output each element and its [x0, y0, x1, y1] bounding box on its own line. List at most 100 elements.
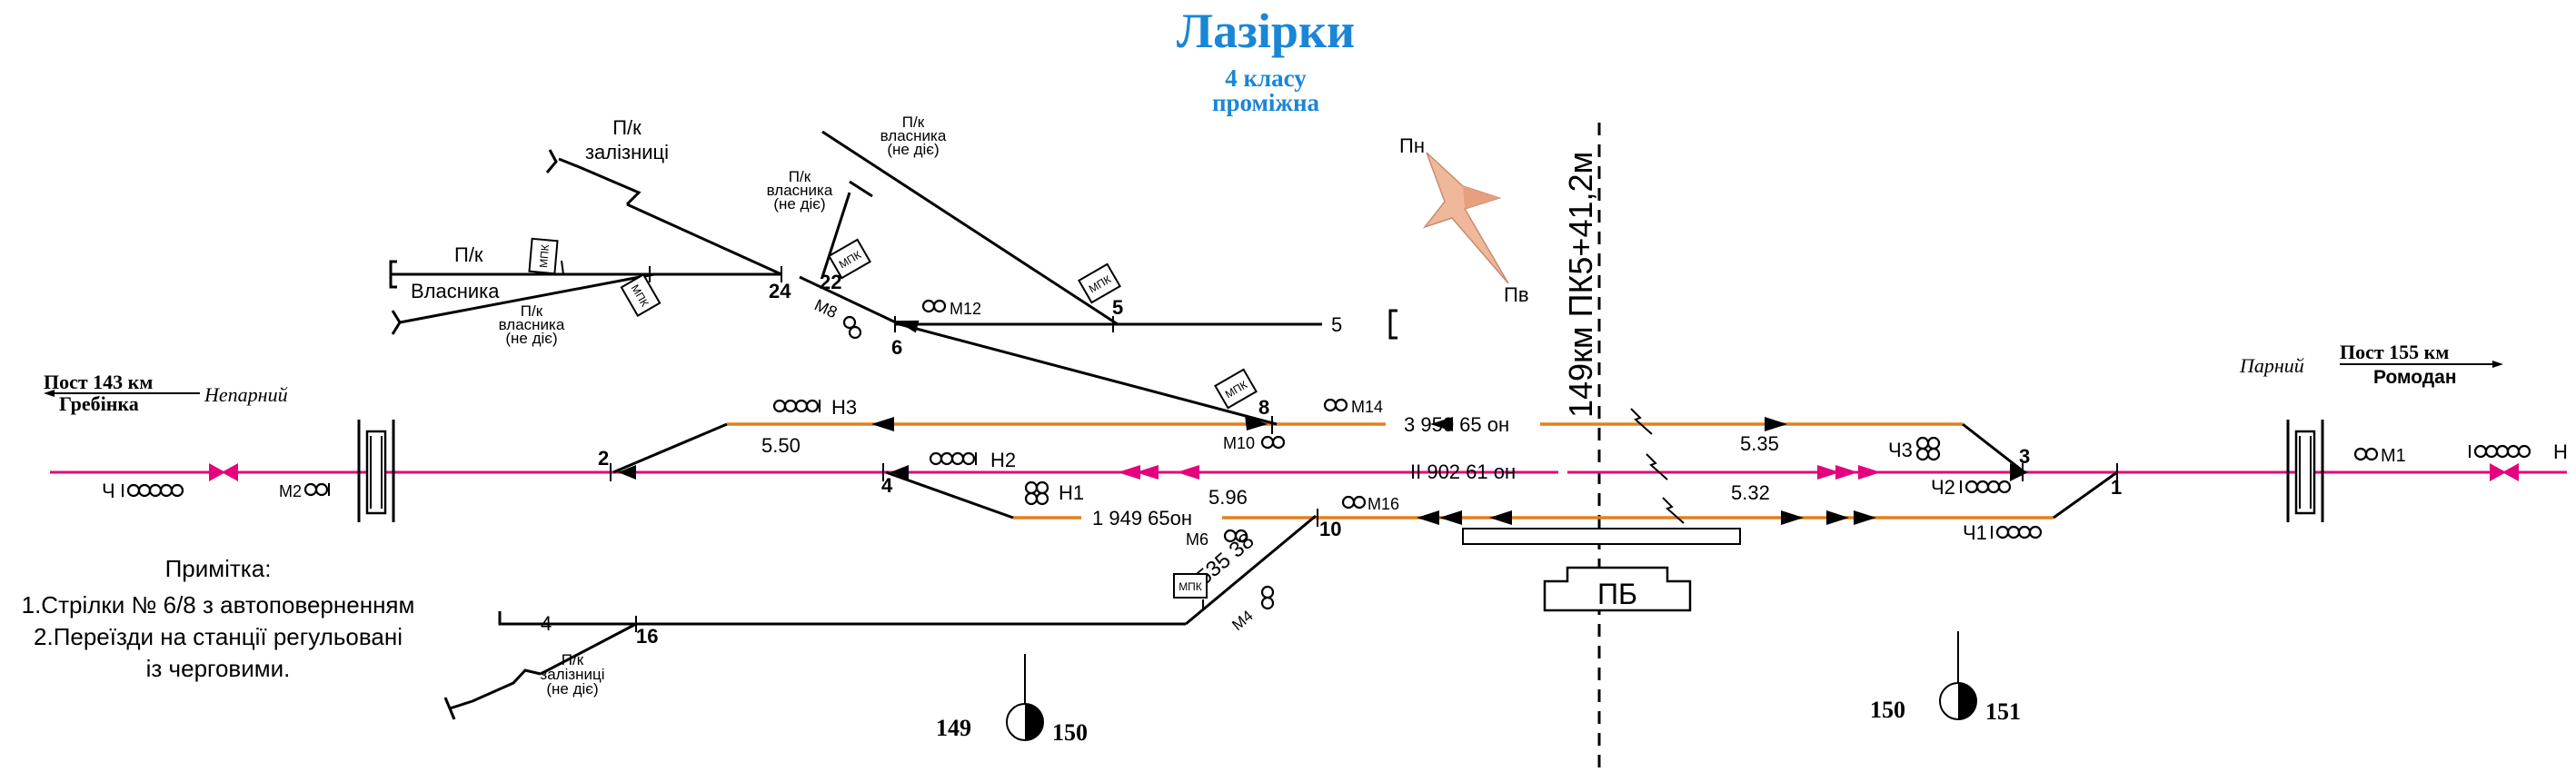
km-marker-left-b: 150: [1052, 719, 1088, 746]
signal-m10: [1260, 435, 1286, 450]
track-3-label: 3 950 65 он: [1404, 413, 1509, 436]
switch-8: 8: [1258, 396, 1269, 419]
signal-m2-label: М2: [279, 482, 302, 500]
signal-n1: [1024, 480, 1049, 506]
signal-ch2: [1960, 480, 2012, 494]
switch-16: 16: [636, 625, 658, 648]
direction-right-arrow-icon: [2492, 361, 2503, 368]
track-4-end: [498, 611, 511, 626]
compass-south-label: Пв: [1504, 283, 1529, 306]
mpk-box-3: МПК: [828, 238, 871, 280]
siding-railway-bottom-l2: залізниці: [540, 666, 604, 683]
signal-m12-label: М12: [950, 300, 981, 318]
track-4-end-label: 4: [541, 612, 552, 635]
direction-right-station: Ромодан: [2373, 367, 2457, 388]
siding-owner-mid-l3: (не діє): [773, 195, 825, 213]
direction-right-post: Пост 155 км: [2340, 341, 2449, 363]
mpk-box-5: МПК: [1214, 368, 1258, 410]
track-3-connector-right: [1962, 422, 2025, 474]
km-marker-right-icon: [1939, 631, 1977, 720]
signal-n2-label: Н2: [990, 449, 1016, 471]
siding-5-diagonal: [821, 130, 1119, 326]
signal-m1-label: М1: [2381, 446, 2406, 466]
joint-right-icon: [2490, 463, 2506, 481]
direction-arrows: [618, 320, 2028, 525]
siding-railway-top: [626, 203, 782, 276]
km-post-label: 149км ПК5+41,2м: [1562, 152, 1599, 418]
signal-ch1: [1991, 525, 2043, 539]
siding-owner-top-l3: (не діє): [887, 141, 939, 158]
compass-rose-icon: [1422, 152, 1509, 284]
signal-m8-label: М8: [811, 295, 840, 322]
switch-22: 22: [820, 271, 841, 293]
track-6-8-diagonal: [899, 322, 1278, 426]
direction-left-station: Гребінка: [59, 392, 139, 415]
length-535: 5.35: [1740, 432, 1779, 455]
signal-n2: [929, 451, 977, 466]
signal-m16: [1341, 495, 1367, 510]
switch-3: 3: [2019, 445, 2030, 468]
signal-m8: [842, 315, 862, 340]
note-line-3: із черговими.: [146, 655, 291, 682]
siding-owner-mid: [821, 192, 851, 278]
mpk-box-4: МПК: [1078, 262, 1121, 304]
siding-railway-top-buffer: [545, 149, 558, 173]
switch-24: 24: [769, 280, 791, 302]
mpk-box-1-label: МПК: [537, 244, 552, 269]
km-marker-right-a: 150: [1870, 697, 1905, 723]
signal-m1: [2353, 447, 2379, 461]
siding-owner-low-l2: власника: [499, 316, 565, 333]
station-title: Лазірки: [1177, 4, 1355, 58]
length-550: 5.50: [761, 434, 801, 457]
switch-1: 1: [2111, 476, 2122, 499]
signal-ch2-label: Ч2: [1931, 476, 1955, 499]
station-class: 4 класу: [1225, 64, 1307, 92]
siding-owner-mid-l2: власника: [767, 182, 833, 199]
siding-owner-top-l1: П/к: [902, 114, 925, 131]
track-2-label: II 902 61 он: [1410, 460, 1516, 483]
siding-owner-top-l2: власника: [880, 127, 947, 144]
direction-left-post: Пост 143 км: [44, 371, 153, 393]
mpk-box-6: МПК: [1173, 573, 1208, 599]
railway-bottom-siding: [540, 622, 637, 676]
length-596: 5.96: [1208, 486, 1248, 509]
station-building: [1543, 566, 1692, 612]
signal-m10-label: М10: [1223, 434, 1255, 452]
joint-right-icon-2: [2502, 463, 2519, 481]
km-marker-right-b: 151: [1985, 698, 2021, 725]
signal-m4-label: М4: [1228, 607, 1256, 634]
siding-22-diagonal: [799, 275, 900, 326]
signal-m12: [921, 299, 947, 313]
switch-10: 10: [1319, 518, 1341, 540]
railway-bottom-siding-end: [449, 668, 542, 710]
mpk-1-stem: [561, 260, 564, 275]
signal-ch-label: Ч: [102, 480, 115, 502]
siding-owner-left-l2: Власника: [411, 280, 500, 302]
signal-m6: [1223, 529, 1248, 543]
siding-owner-left-l1: П/к: [454, 243, 483, 266]
siding-owner-left-buffer: [389, 260, 397, 289]
track-5-end: [1388, 309, 1397, 340]
joint-left-icon: [209, 463, 225, 481]
siding-owner-low: [399, 272, 655, 324]
compass-north-label: Пн: [1399, 134, 1425, 157]
signal-m14: [1323, 398, 1348, 412]
mpk-box-2: МПК: [620, 273, 661, 317]
track-3-connector-left: [612, 422, 728, 474]
mpk-box-1: МПК: [528, 237, 559, 275]
track-1-connector-right: [2053, 470, 2118, 520]
signal-m14-label: М14: [1351, 398, 1383, 416]
station-building-label: ПБ: [1597, 578, 1637, 610]
track-4-diagonal: [1185, 514, 1317, 626]
siding-railway-top-l1: П/к: [612, 116, 642, 139]
railway-bottom-buffer: [443, 697, 456, 720]
signal-m6-label: М6: [1186, 530, 1208, 549]
siding-railway-top-l2: залізниці: [585, 141, 669, 163]
siding-railway-top-end: [558, 157, 642, 206]
siding-railway-bottom-l3: (не діє): [546, 680, 598, 698]
switch-4: 4: [881, 474, 893, 497]
signal-m2: [303, 482, 330, 497]
signal-n: [2469, 444, 2531, 459]
direction-left-name: Непарний: [204, 383, 288, 406]
switch-6: 6: [891, 336, 902, 359]
